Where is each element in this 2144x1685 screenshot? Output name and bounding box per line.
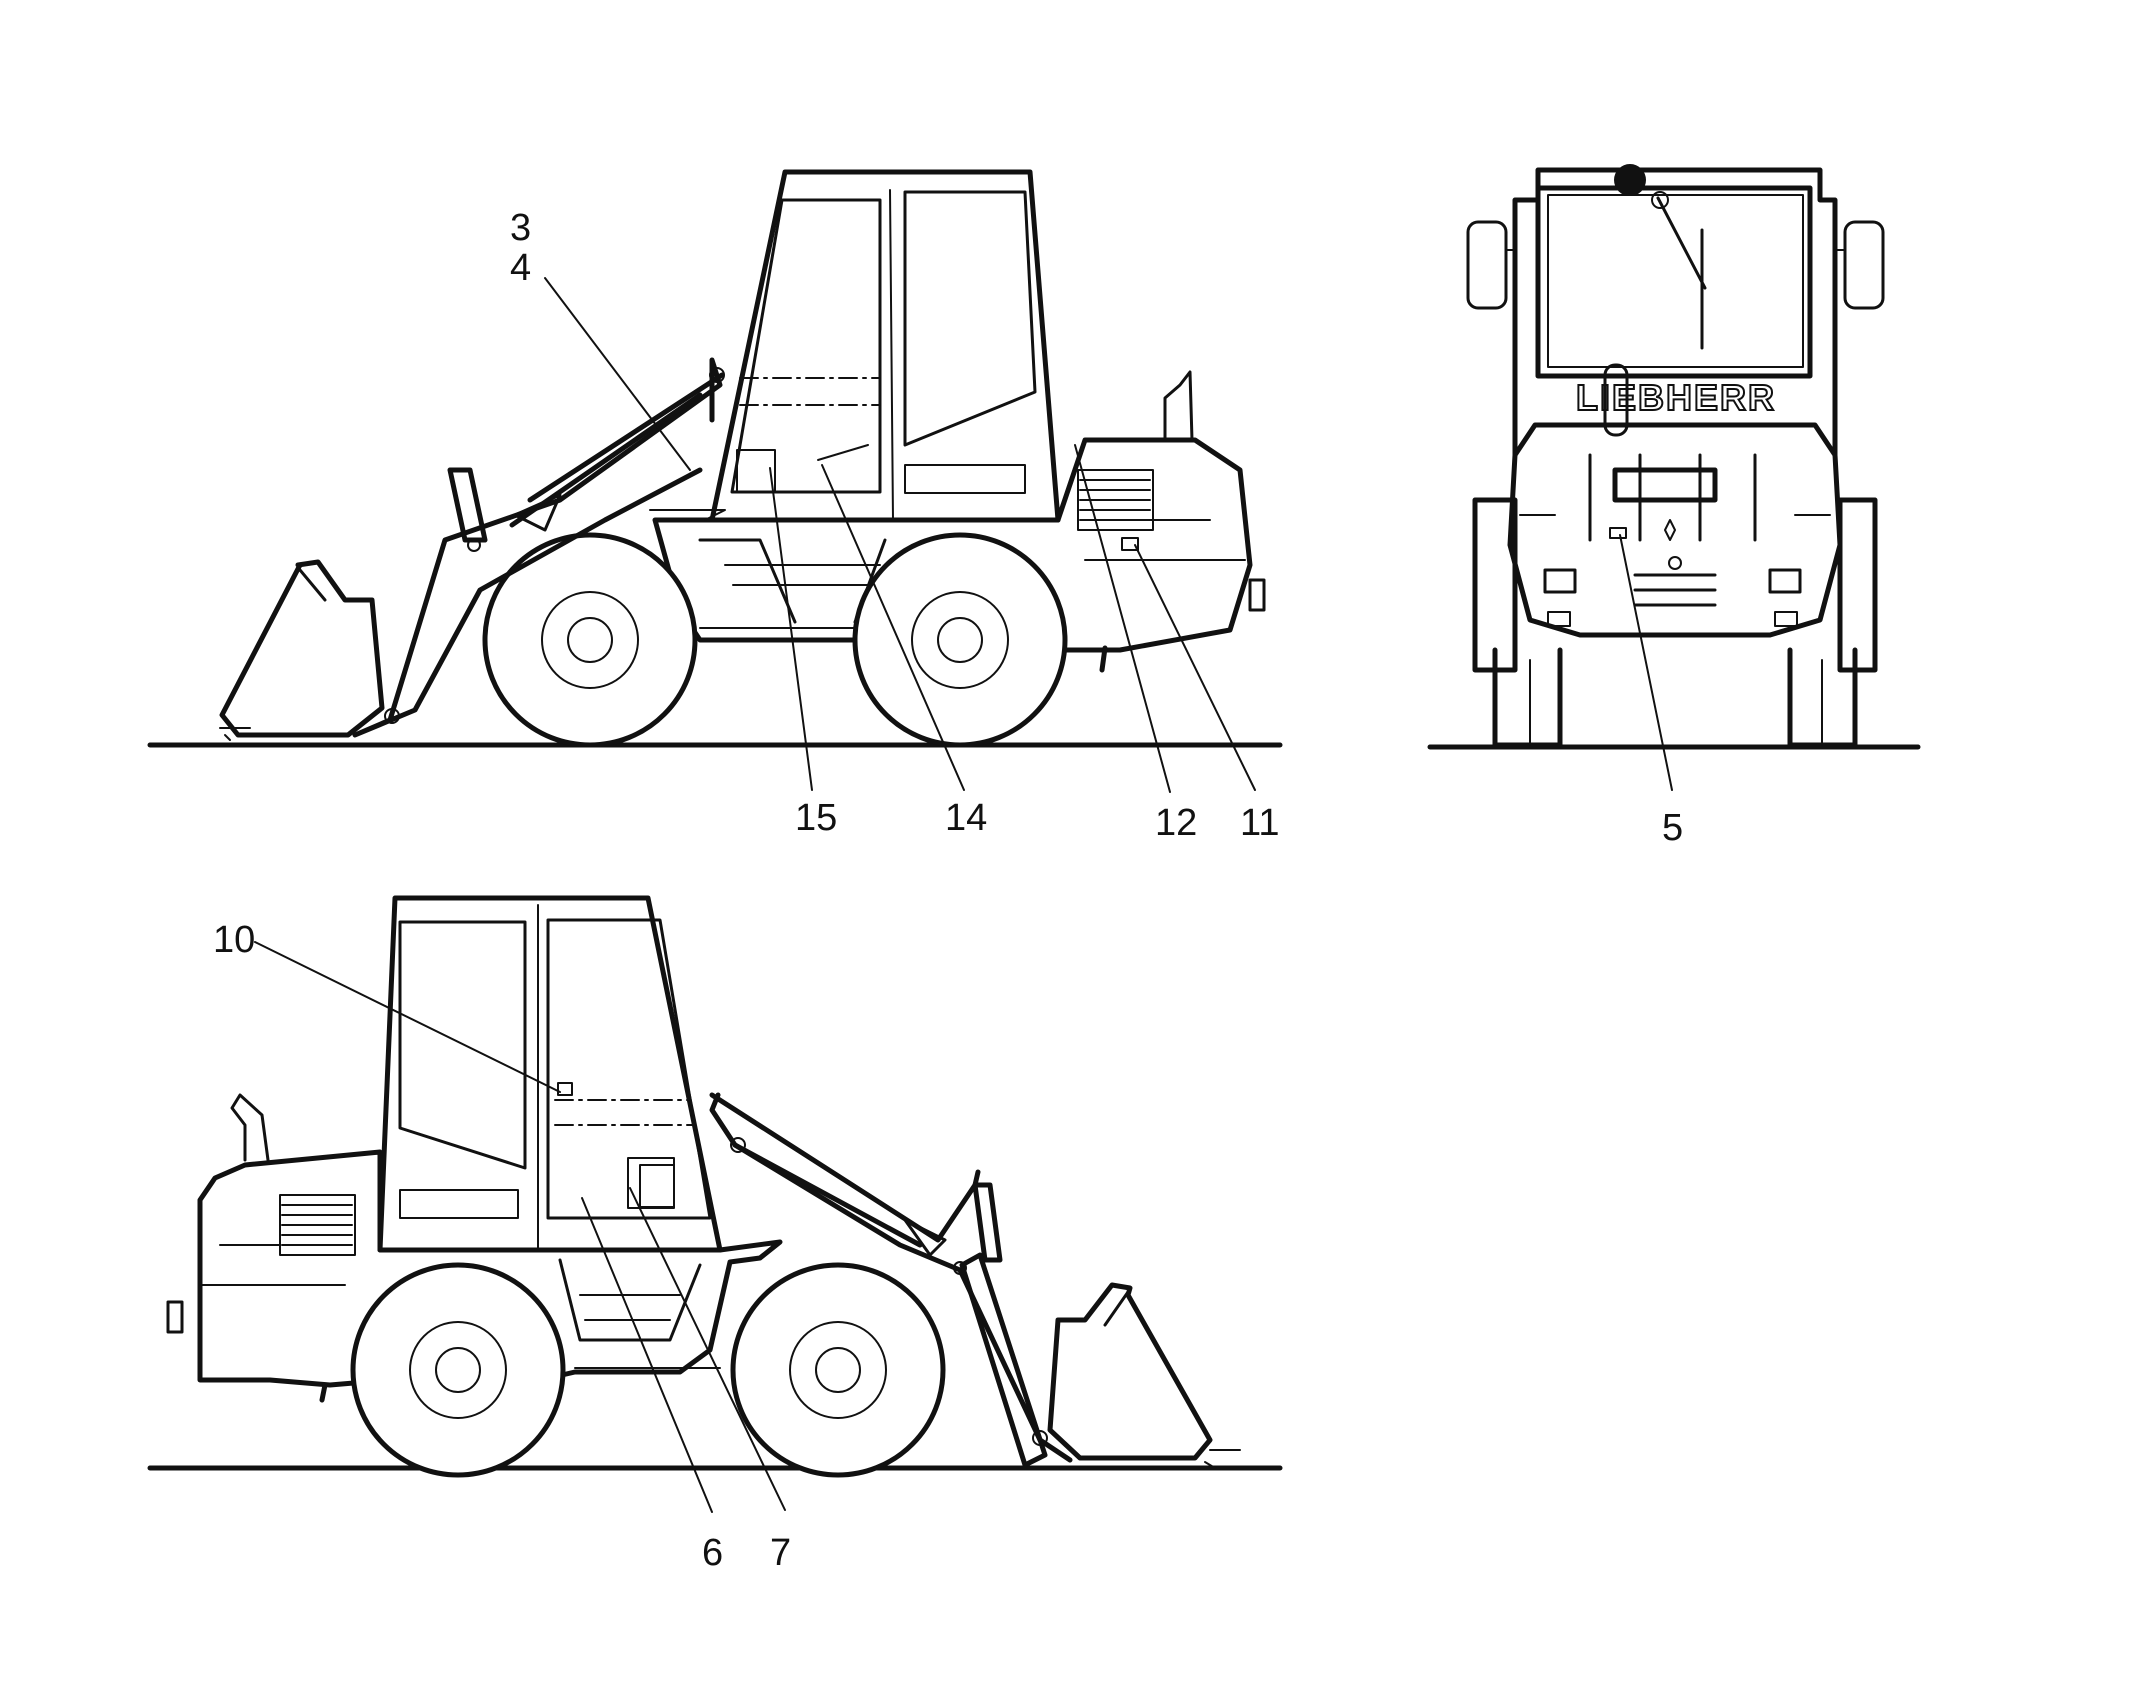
bucket: [219, 559, 385, 741]
callout-leader-14: [821, 464, 965, 791]
callout-leader-7: [629, 1187, 786, 1511]
callout-14: 14: [945, 797, 987, 839]
loader-side-view-left: 10 6 7: [147, 895, 1283, 1574]
callout-11: 11: [1240, 802, 1279, 844]
rear-wheel-lower: [350, 1262, 566, 1478]
loader-front-view: LIEBHERR 5: [1427, 164, 1921, 849]
lift-arm: [352, 357, 725, 738]
callout-leader-5: [1619, 534, 1673, 791]
cab: [709, 169, 1061, 523]
cab-lower: [377, 895, 723, 1253]
chassis: [649, 370, 1266, 673]
callout-leader-11: [1134, 544, 1256, 791]
callout-leader-4: [544, 277, 691, 471]
callout-12: 12: [1155, 802, 1197, 844]
front-wheel-lower: [730, 1262, 946, 1478]
callout-6: 6: [702, 1532, 723, 1574]
brand-logo-text: LIEBHERR: [1576, 377, 1776, 418]
callout-3: 3: [510, 207, 531, 249]
callout-10: 10: [213, 919, 255, 961]
callout-leader-15: [769, 467, 813, 791]
callout-leader-10: [254, 941, 561, 1093]
lift-arm-lower: [709, 1092, 1073, 1468]
loader-side-view-right: 3 4 15 14 12 11: [147, 169, 1283, 844]
callout-leader-12: [1074, 444, 1171, 793]
callout-5: 5: [1662, 807, 1683, 849]
callout-15: 15: [795, 797, 837, 839]
bucket-lower: [1047, 1282, 1241, 1469]
callout-leader-6: [581, 1197, 713, 1513]
callout-7: 7: [770, 1532, 791, 1574]
callout-4: 4: [510, 247, 531, 289]
front-wheel: [482, 532, 698, 748]
rear-wheel: [852, 532, 1068, 748]
